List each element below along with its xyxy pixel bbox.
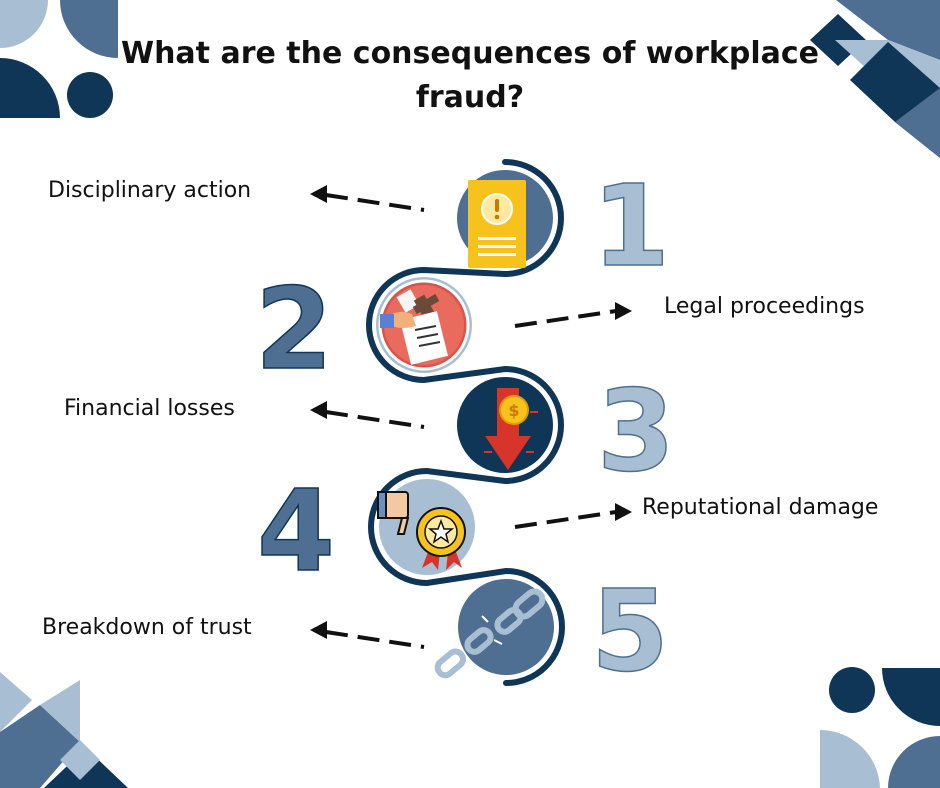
step-4-arrowhead [615, 503, 632, 521]
step-4-arrow-line [514, 510, 617, 529]
step-4-number: 4 [257, 467, 335, 597]
decoration-top-left [0, 0, 118, 118]
step-2-arrowhead [615, 302, 632, 320]
decoration-bottom-right [820, 667, 940, 788]
page-title: What are the consequences of workplace f… [120, 36, 820, 115]
step-4: 4 [256, 466, 632, 598]
svg-text:$: $ [508, 401, 519, 420]
step-2-arrow-line [514, 309, 617, 328]
step-3-arrowhead [310, 401, 327, 419]
serpentine-path [366, 159, 565, 686]
step-2: 2 [254, 264, 632, 396]
step-1-arrow-line [325, 193, 425, 212]
step-4-label: Reputational damage [642, 495, 879, 520]
step-2-number: 2 [255, 265, 333, 395]
step-5-label: Breakdown of trust [42, 615, 252, 640]
gavel-contract-icon [380, 285, 464, 365]
broken-chain-icon [434, 588, 546, 679]
step-1-arrowhead [310, 185, 327, 203]
step-3-arrow-line [325, 410, 425, 429]
step-5: 5 [310, 566, 670, 698]
step-5-arrowhead [310, 621, 327, 639]
step-5-number: 5 [591, 567, 669, 697]
step-5-arrow-line [325, 630, 425, 649]
step-1-number: 1 [592, 162, 670, 292]
falling-money-icon: $ [484, 388, 538, 470]
thumbs-down-badge-icon [377, 491, 466, 570]
step-3-label: Financial losses [64, 396, 235, 421]
step-1-label: Disciplinary action [48, 178, 252, 203]
step-1: 1 [310, 161, 671, 293]
step-3-number: 3 [597, 367, 675, 497]
step-2-label: Legal proceedings [664, 294, 865, 319]
decoration-bottom-left [0, 672, 128, 788]
step-3: $ 3 [310, 366, 676, 498]
warning-document-icon [468, 180, 526, 268]
decoration-top-right [810, 0, 940, 158]
